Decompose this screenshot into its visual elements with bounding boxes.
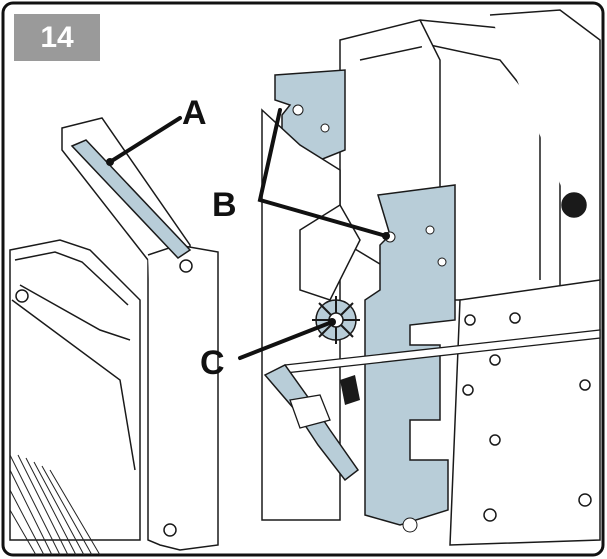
gear-c [312, 296, 360, 344]
callout-a: A [182, 94, 207, 132]
leader-b [257, 108, 388, 238]
leader-c [238, 320, 334, 360]
grille [9, 454, 101, 556]
rod-a [70, 139, 192, 259]
callout-b: B [212, 186, 237, 224]
callout-c: C [200, 344, 225, 382]
leader-lines [108, 108, 388, 360]
left-housing [9, 239, 141, 541]
step-number-badge: 14 [14, 14, 100, 61]
linkage [263, 364, 360, 482]
leader-a [108, 116, 182, 164]
